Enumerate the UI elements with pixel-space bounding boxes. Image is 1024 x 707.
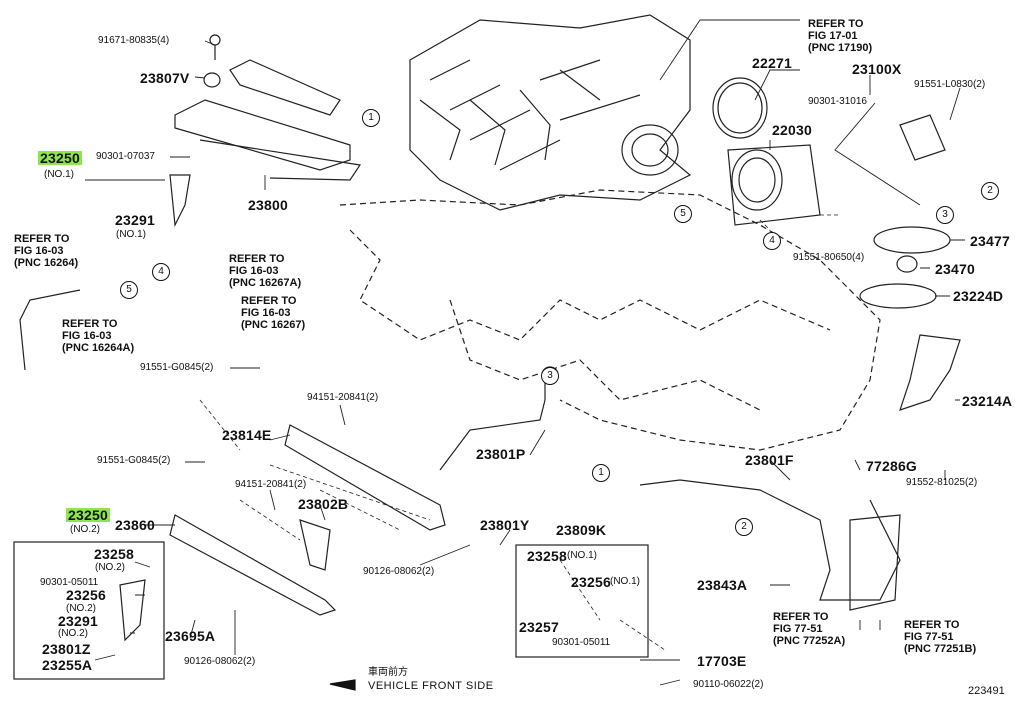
callout-3-mid: 3 xyxy=(541,367,559,385)
part-label-23807v: 23807V xyxy=(140,70,190,86)
injector-detail-box xyxy=(13,541,165,680)
part-label-90301-07037: 90301-07037 xyxy=(96,151,155,162)
part-label-23801f: 23801F xyxy=(745,452,794,468)
part-label-23801p: 23801P xyxy=(476,446,526,462)
part-label-23256-left: 23256 xyxy=(66,587,106,603)
part-label-90301-31016: 90301-31016 xyxy=(808,96,867,107)
fuel-hose-drawing xyxy=(19,289,901,611)
part-label-91551-g0845-a: 91551-G0845(2) xyxy=(140,362,214,373)
part-label-23801z: 23801Z xyxy=(42,641,91,657)
part-label-90301-05011-right: 90301-05011 xyxy=(552,637,611,648)
part-label-23291-bottom-no: (NO.2) xyxy=(58,628,88,639)
part-label-23250-top-no: (NO.1) xyxy=(44,169,74,180)
reference-fig-16-03-b: REFER TO FIG 16-03 (PNC 16264A) xyxy=(62,318,135,354)
part-label-23256-right-no: (NO.1) xyxy=(610,576,640,587)
callout-1-bottom: 1 xyxy=(592,464,610,482)
top-fuel-rail-drawing xyxy=(169,34,362,228)
part-label-23258-left: 23258 xyxy=(94,546,134,562)
assembly-dashed-lines xyxy=(199,214,840,651)
reference-fig-17-01: REFER TO FIG 17-01 (PNC 17190) xyxy=(808,18,873,54)
part-label-23224d: 23224D xyxy=(953,288,1004,304)
callout-1-top: 1 xyxy=(362,109,380,127)
part-label-22271: 22271 xyxy=(752,55,792,71)
part-label-23258-left-no: (NO.2) xyxy=(95,562,125,573)
part-label-23291-bottom: 23291 xyxy=(58,613,98,629)
part-label-23291-top: 23291 xyxy=(115,212,155,228)
part-label-91551-80650: 91551-80650(4) xyxy=(793,252,865,263)
part-label-94151-20841-a: 94151-20841(2) xyxy=(307,392,379,403)
part-label-90110-06022: 90110-06022(2) xyxy=(693,679,764,690)
callout-2-top: 2 xyxy=(981,182,999,200)
part-label-23470: 23470 xyxy=(935,261,975,277)
reference-fig-16-03-a: REFER TO FIG 16-03 (PNC 16264) xyxy=(14,233,79,269)
callout-5-top: 5 xyxy=(674,205,692,223)
part-label-91551-g0845-b: 91551-G0845(2) xyxy=(97,455,171,466)
fuel-kit-detail-box xyxy=(515,544,649,658)
part-label-23800: 23800 xyxy=(248,197,288,213)
figure-id: 223491 xyxy=(968,685,1005,697)
part-label-17703e: 17703E xyxy=(697,653,747,669)
callout-4-top: 4 xyxy=(763,232,781,250)
part-label-91551-l0830: 91551-L0830(2) xyxy=(914,79,986,90)
callout-4-left: 4 xyxy=(152,263,170,281)
intake-manifold-drawing xyxy=(409,14,692,211)
engine-outline-drawing xyxy=(339,189,881,451)
part-label-90301-05011-left: 90301-05011 xyxy=(40,577,99,588)
part-label-23843a: 23843A xyxy=(697,577,748,593)
part-label-23814e: 23814E xyxy=(222,427,272,443)
part-label-90126-08062-a: 90126-08062(2) xyxy=(184,656,256,667)
vehicle-front-label-jp: 車両前方 xyxy=(368,667,408,678)
vehicle-front-label-en: VEHICLE FRONT SIDE xyxy=(368,680,494,692)
part-label-90126-08062-b: 90126-08062(2) xyxy=(363,566,435,577)
part-label-23100x: 23100X xyxy=(852,61,902,77)
throttle-body-drawing xyxy=(712,77,961,411)
part-label-23258-right: 23258 xyxy=(527,548,567,564)
part-label-23809k: 23809K xyxy=(556,522,607,538)
reference-fig-77-51-a: REFER TO FIG 77-51 (PNC 77252A) xyxy=(773,611,846,647)
part-label-23801y: 23801Y xyxy=(480,517,530,533)
part-label-23214a: 23214A xyxy=(962,393,1013,409)
part-label-94151-20841-b: 94151-20841(2) xyxy=(235,479,307,490)
reference-fig-16-03-c: REFER TO FIG 16-03 (PNC 16267A) xyxy=(229,253,302,289)
part-label-23695a: 23695A xyxy=(165,628,216,644)
part-label-23477: 23477 xyxy=(970,233,1010,249)
callout-2-bottom: 2 xyxy=(735,518,753,536)
part-label-22030: 22030 xyxy=(772,122,812,138)
part-label-77286g: 77286G xyxy=(866,458,918,474)
part-label-23255a: 23255A xyxy=(42,657,93,673)
part-label-23250-bottom: 23250 xyxy=(66,507,110,523)
part-label-23250-bottom-no: (NO.2) xyxy=(70,524,100,535)
part-label-23291-top-no: (NO.1) xyxy=(116,229,146,240)
leader-lines xyxy=(85,19,965,686)
part-label-23258-right-no: (NO.1) xyxy=(567,550,597,561)
part-label-23802b: 23802B xyxy=(298,496,349,512)
reference-fig-77-51-b: REFER TO FIG 77-51 (PNC 77251B) xyxy=(904,619,977,655)
part-label-23250-top: 23250 xyxy=(38,150,82,166)
callout-3-top: 3 xyxy=(936,206,954,224)
part-label-91671-80835: 91671-80835(4) xyxy=(98,35,170,46)
part-label-23860: 23860 xyxy=(115,517,155,533)
reference-fig-16-03-d: REFER TO FIG 16-03 (PNC 16267) xyxy=(241,295,306,331)
part-label-23256-left-no: (NO.2) xyxy=(66,603,96,614)
part-label-23257: 23257 xyxy=(519,619,559,635)
callout-5-left: 5 xyxy=(120,281,138,299)
part-label-91552-81025: 91552-81025(2) xyxy=(906,477,978,488)
front-arrow-icon xyxy=(329,679,356,691)
part-label-23256-right: 23256 xyxy=(571,574,611,590)
